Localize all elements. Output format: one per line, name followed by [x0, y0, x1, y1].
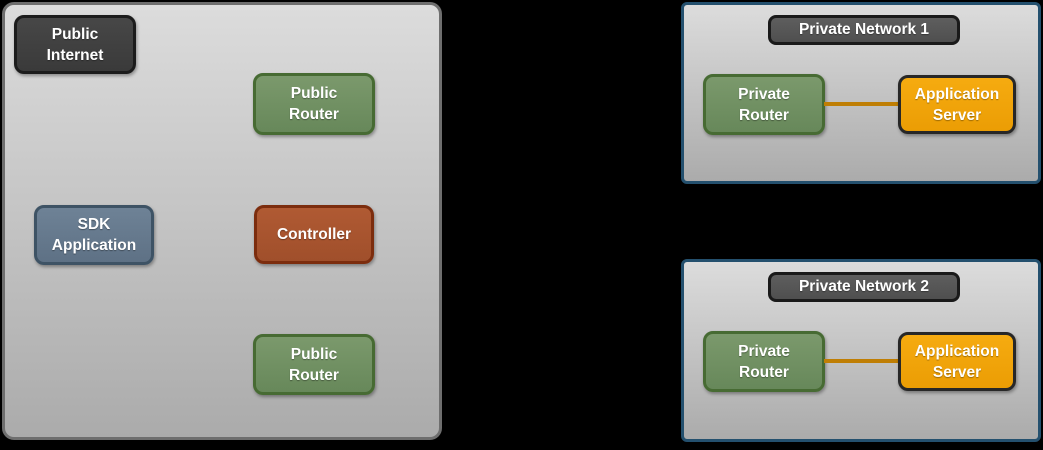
public-internet-label-line1: Public	[51, 25, 99, 43]
controller-label: Controller	[276, 226, 352, 243]
sdk-application-node: SDK Application	[34, 205, 154, 265]
private-network-2-router-label-line1: Private	[738, 342, 790, 360]
private-network-1-title: Private Network 1	[768, 15, 960, 45]
public-router-bottom-node: Public Router	[253, 334, 375, 395]
public-router-bottom-label-line1: Public	[290, 345, 338, 363]
public-internet-label-line2: Internet	[46, 46, 104, 64]
private-network-2-app-server-label-line1: Application	[914, 342, 1000, 360]
public-internet-node: Public Internet	[14, 15, 136, 74]
sdk-application-label-line2: Application	[51, 237, 137, 254]
private-network-2-router-node: Private Router	[703, 331, 825, 392]
public-router-bottom-label-line2: Router	[289, 366, 339, 384]
private-network-1-connector-line	[824, 102, 899, 106]
private-network-2-zone: Private Network 2 Private Router Applica…	[681, 259, 1041, 442]
private-network-1-app-server-label-line2: Server	[932, 106, 982, 124]
private-network-2-app-server-node: Application Server	[898, 332, 1016, 391]
sdk-application-label-line1: SDK	[77, 216, 111, 233]
private-network-1-app-server-label-line1: Application	[914, 85, 1000, 103]
private-network-1-router-label-line2: Router	[739, 106, 789, 124]
private-network-2-router-label-line2: Router	[739, 363, 789, 381]
private-network-1-router-node: Private Router	[703, 74, 825, 135]
public-router-top-label-line1: Public	[290, 85, 338, 102]
private-network-2-app-server-label-line2: Server	[932, 363, 982, 381]
private-network-1-zone: Private Network 1 Private Router Applica…	[681, 2, 1041, 184]
private-network-1-app-server-node: Application Server	[898, 75, 1016, 134]
private-network-2-title: Private Network 2	[768, 272, 960, 302]
controller-node: Controller	[254, 205, 374, 264]
public-internet-zone: Public Internet Public Router SDK Applic…	[2, 2, 442, 440]
public-router-top-node: Public Router	[253, 73, 375, 135]
private-network-1-router-label-line1: Private	[738, 85, 790, 103]
private-network-2-connector-line	[824, 359, 899, 363]
public-router-top-label-line2: Router	[289, 106, 339, 123]
